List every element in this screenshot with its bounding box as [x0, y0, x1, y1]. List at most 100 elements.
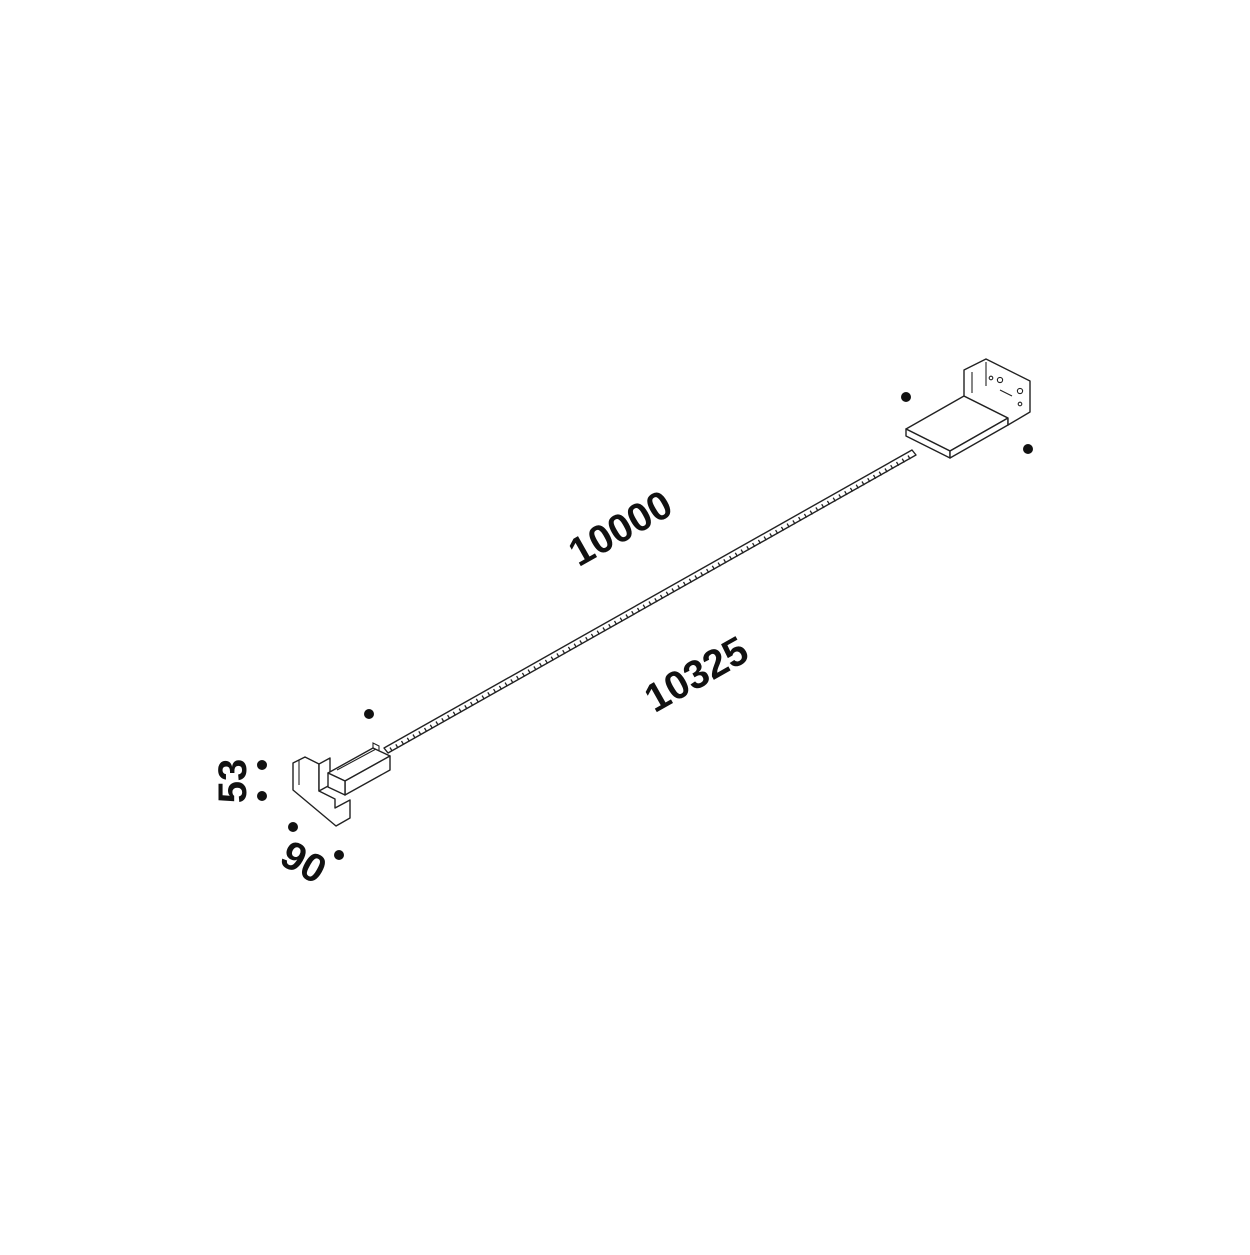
strip-segment-mark	[752, 542, 756, 548]
strip-segment-mark	[406, 737, 411, 742]
strip-segment-mark	[700, 571, 704, 577]
strip-segment-mark	[533, 666, 537, 671]
right-end-cap	[905, 358, 1031, 459]
led-strip-profile	[383, 449, 917, 754]
strip-segment-mark	[510, 679, 514, 684]
strip-segment-mark	[539, 662, 543, 668]
dimension-label-width: 90	[273, 833, 333, 893]
dimension-markers	[257, 392, 1033, 860]
strip-segment-mark	[671, 588, 675, 593]
strip-segment-mark	[832, 497, 836, 502]
strip-segment-mark	[521, 672, 526, 677]
strip-segment-mark	[475, 698, 480, 703]
strip-segment-mark	[452, 711, 457, 716]
left-end-cap	[292, 742, 391, 827]
strip-segment-mark	[792, 520, 796, 525]
dimension-label-inner-length: 10000	[561, 482, 679, 575]
strip-segment-mark	[838, 494, 842, 499]
strip-segment-mark	[803, 513, 808, 518]
strip-segment-mark	[665, 591, 670, 596]
strip-segment-mark	[688, 578, 693, 583]
strip-segment-mark	[418, 730, 422, 736]
strip-segment-mark	[619, 617, 623, 622]
strip-segment-mark	[717, 562, 721, 567]
strip-segment-mark	[711, 565, 716, 570]
strip-segment-mark	[550, 656, 554, 661]
strip-segment-mark	[769, 533, 773, 538]
strip-segment-mark	[809, 510, 813, 515]
strip-segment-mark	[590, 633, 595, 638]
strip-segment-mark	[821, 503, 825, 509]
strip-segment-mark	[400, 740, 405, 746]
strip-segment-mark	[849, 487, 854, 492]
strip-segment-mark	[757, 539, 762, 544]
strip-segment-mark	[907, 455, 911, 460]
strip-segment-mark	[682, 581, 687, 587]
strip-segment-mark	[636, 607, 641, 613]
strip-segment-mark	[613, 620, 618, 626]
strip-segment-mark	[389, 747, 393, 752]
strip-segment-mark	[729, 555, 733, 561]
strip-segment-mark	[579, 640, 583, 645]
dimension-dot	[1023, 444, 1033, 454]
strip-segment-mark	[493, 688, 497, 694]
strip-segment-mark	[441, 717, 445, 723]
strip-segment-mark	[487, 691, 491, 697]
strip-segment-mark	[844, 490, 848, 496]
dimension-dot	[257, 791, 267, 801]
strip-segment-mark	[723, 558, 727, 564]
strip-segment-mark	[642, 604, 646, 609]
strip-segment-mark	[562, 649, 566, 655]
strip-segment-mark	[775, 529, 779, 535]
strip-segment-mark	[798, 516, 802, 522]
strip-segment-mark	[654, 597, 658, 603]
strip-segment-mark	[861, 481, 865, 486]
strip-segment-mark	[815, 507, 819, 512]
strip-segment-mark	[625, 614, 629, 619]
strip-segment-marks	[389, 455, 911, 752]
strip-segment-mark	[481, 695, 485, 700]
strip-segment-mark	[901, 458, 905, 463]
strip-segment-mark	[498, 685, 503, 690]
strip-segment-mark	[464, 704, 468, 710]
dimension-dot	[901, 392, 911, 402]
strip-segment-mark	[585, 636, 589, 642]
strip-segment-mark	[884, 468, 888, 473]
dimension-dot	[257, 760, 267, 770]
strip-segment-mark	[648, 601, 652, 606]
strip-segment-mark	[567, 646, 572, 651]
strip-segment-mark	[412, 734, 416, 739]
dimension-dot	[364, 709, 374, 719]
screw-hole-icon	[1016, 387, 1024, 395]
strip-segment-mark	[395, 743, 399, 749]
strip-segment-mark	[596, 630, 600, 635]
strip-segment-mark	[447, 714, 451, 720]
strip-segment-mark	[890, 464, 894, 470]
strip-segment-mark	[763, 536, 767, 541]
strip-segment-mark	[602, 627, 606, 632]
strip-segment-mark	[659, 594, 664, 600]
strip-segment-mark	[740, 549, 744, 554]
dimension-dot	[288, 822, 298, 832]
strip-segment-mark	[429, 724, 434, 729]
strip-segment-mark	[458, 708, 462, 713]
strip-segment-mark	[826, 500, 831, 505]
strip-segment-mark	[527, 669, 531, 674]
strip-segment-mark	[516, 675, 520, 681]
strip-segment-mark	[435, 721, 439, 726]
screw-hole-icon	[996, 376, 1004, 384]
strip-segment-mark	[786, 523, 790, 528]
strip-segment-mark	[677, 584, 681, 590]
dimension-dot	[334, 850, 344, 860]
strip-segment-mark	[504, 682, 508, 687]
strip-segment-mark	[544, 659, 549, 664]
strip-segment-mark	[556, 653, 560, 658]
strip-segment-mark	[423, 727, 428, 733]
strip-segment-mark	[872, 474, 877, 480]
strip-segment-mark	[746, 545, 750, 551]
strip-segment-mark	[878, 471, 882, 476]
strip-segment-mark	[855, 484, 859, 489]
dimension-label-total-length: 10325	[637, 628, 755, 721]
